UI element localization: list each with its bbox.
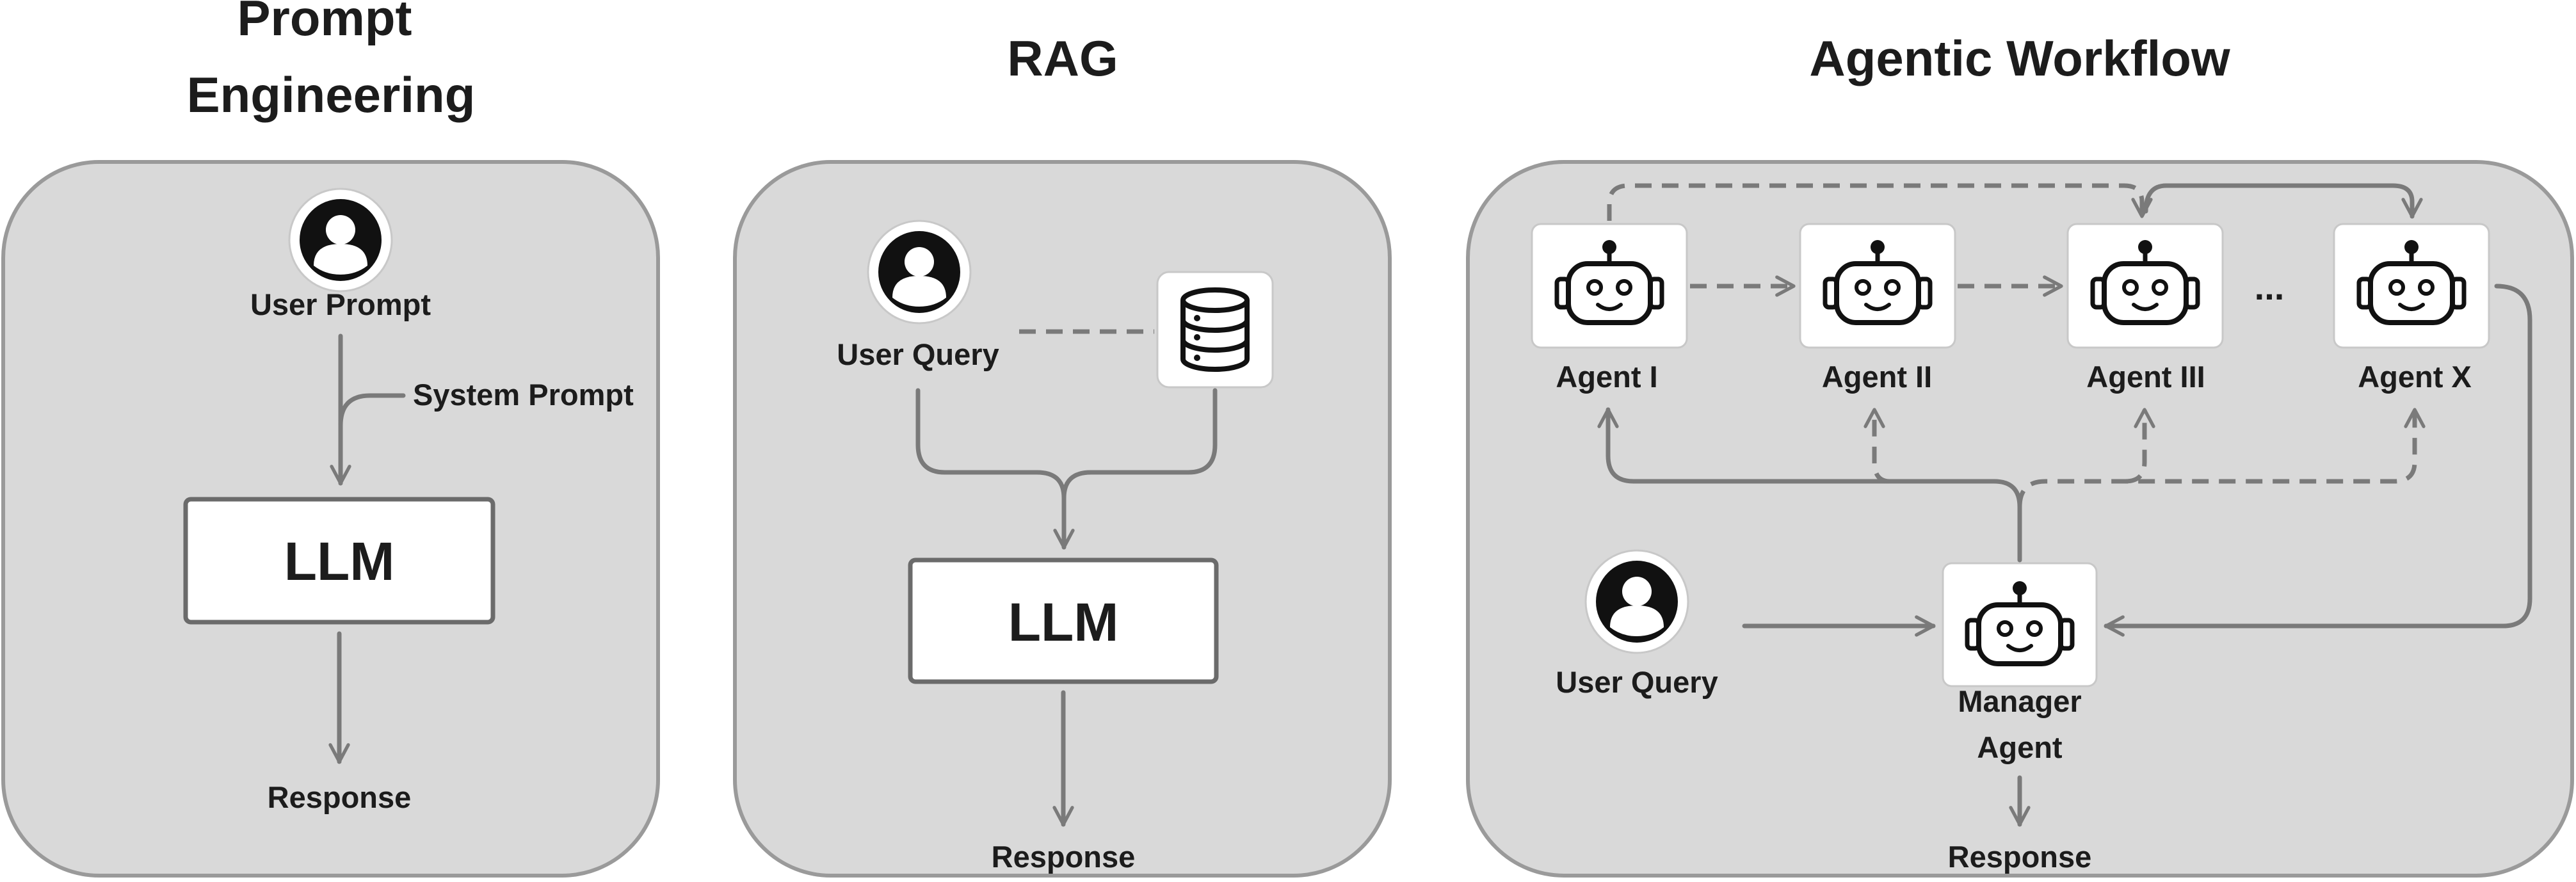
rag-response-label: Response xyxy=(992,840,1136,874)
rag-title: RAG xyxy=(1007,30,1118,86)
manager-to-agent-x-arrow xyxy=(2017,408,2426,508)
prompt-engineering-title-line1: Prompt xyxy=(237,0,412,46)
agents-ellipsis: ... xyxy=(2255,267,2285,307)
prompt-engineering-llm-box xyxy=(183,497,495,625)
manager-agent-label-line2: Agent xyxy=(1977,730,2063,764)
prompt-engineering-title-line2: Engineering xyxy=(187,67,476,123)
rag-llm-box xyxy=(908,557,1219,684)
prompt-engineering-llm-label: LLM xyxy=(284,531,395,591)
query-to-llm-arrow xyxy=(915,388,1075,550)
system-prompt-label: System Prompt xyxy=(413,378,634,412)
prompt-engineering-title: Prompt Engineering xyxy=(187,0,476,123)
agentic-workflow-title: Agentic Workflow xyxy=(1809,30,2230,86)
manager-to-agent-3-arrow xyxy=(2125,408,2155,484)
agent-x-label: Agent X xyxy=(2358,360,2472,394)
prompt-engineering-user-icon xyxy=(288,188,393,293)
agent-1-label: Agent I xyxy=(1556,360,1657,394)
database-to-llm-connector xyxy=(1061,388,1218,501)
manager-to-agent-1-arrow xyxy=(1597,407,2022,563)
database-icon xyxy=(1180,287,1250,372)
agent-2-label: Agent II xyxy=(1822,360,1932,394)
rag-user-icon xyxy=(867,220,972,325)
agentic-user-icon xyxy=(1584,549,1689,654)
user-prompt-label: User Prompt xyxy=(250,287,431,321)
rag-llm-label: LLM xyxy=(1008,592,1119,652)
agent-x-to-manager-arrow xyxy=(2104,284,2532,637)
manager-agent-label-line1: Manager xyxy=(1958,684,2081,718)
agentic-response-label: Response xyxy=(1948,840,2092,874)
agentic-user-query-label: User Query xyxy=(1556,665,1718,699)
manager-to-agent-2-arrow xyxy=(1864,408,1890,484)
prompt-engineering-response-label: Response xyxy=(268,780,412,814)
agent-3-to-agent-x-arrow xyxy=(2143,183,2423,219)
user-query-label: User Query xyxy=(837,337,999,371)
system-prompt-connector xyxy=(338,393,406,428)
agent-3-label: Agent III xyxy=(2086,360,2205,394)
